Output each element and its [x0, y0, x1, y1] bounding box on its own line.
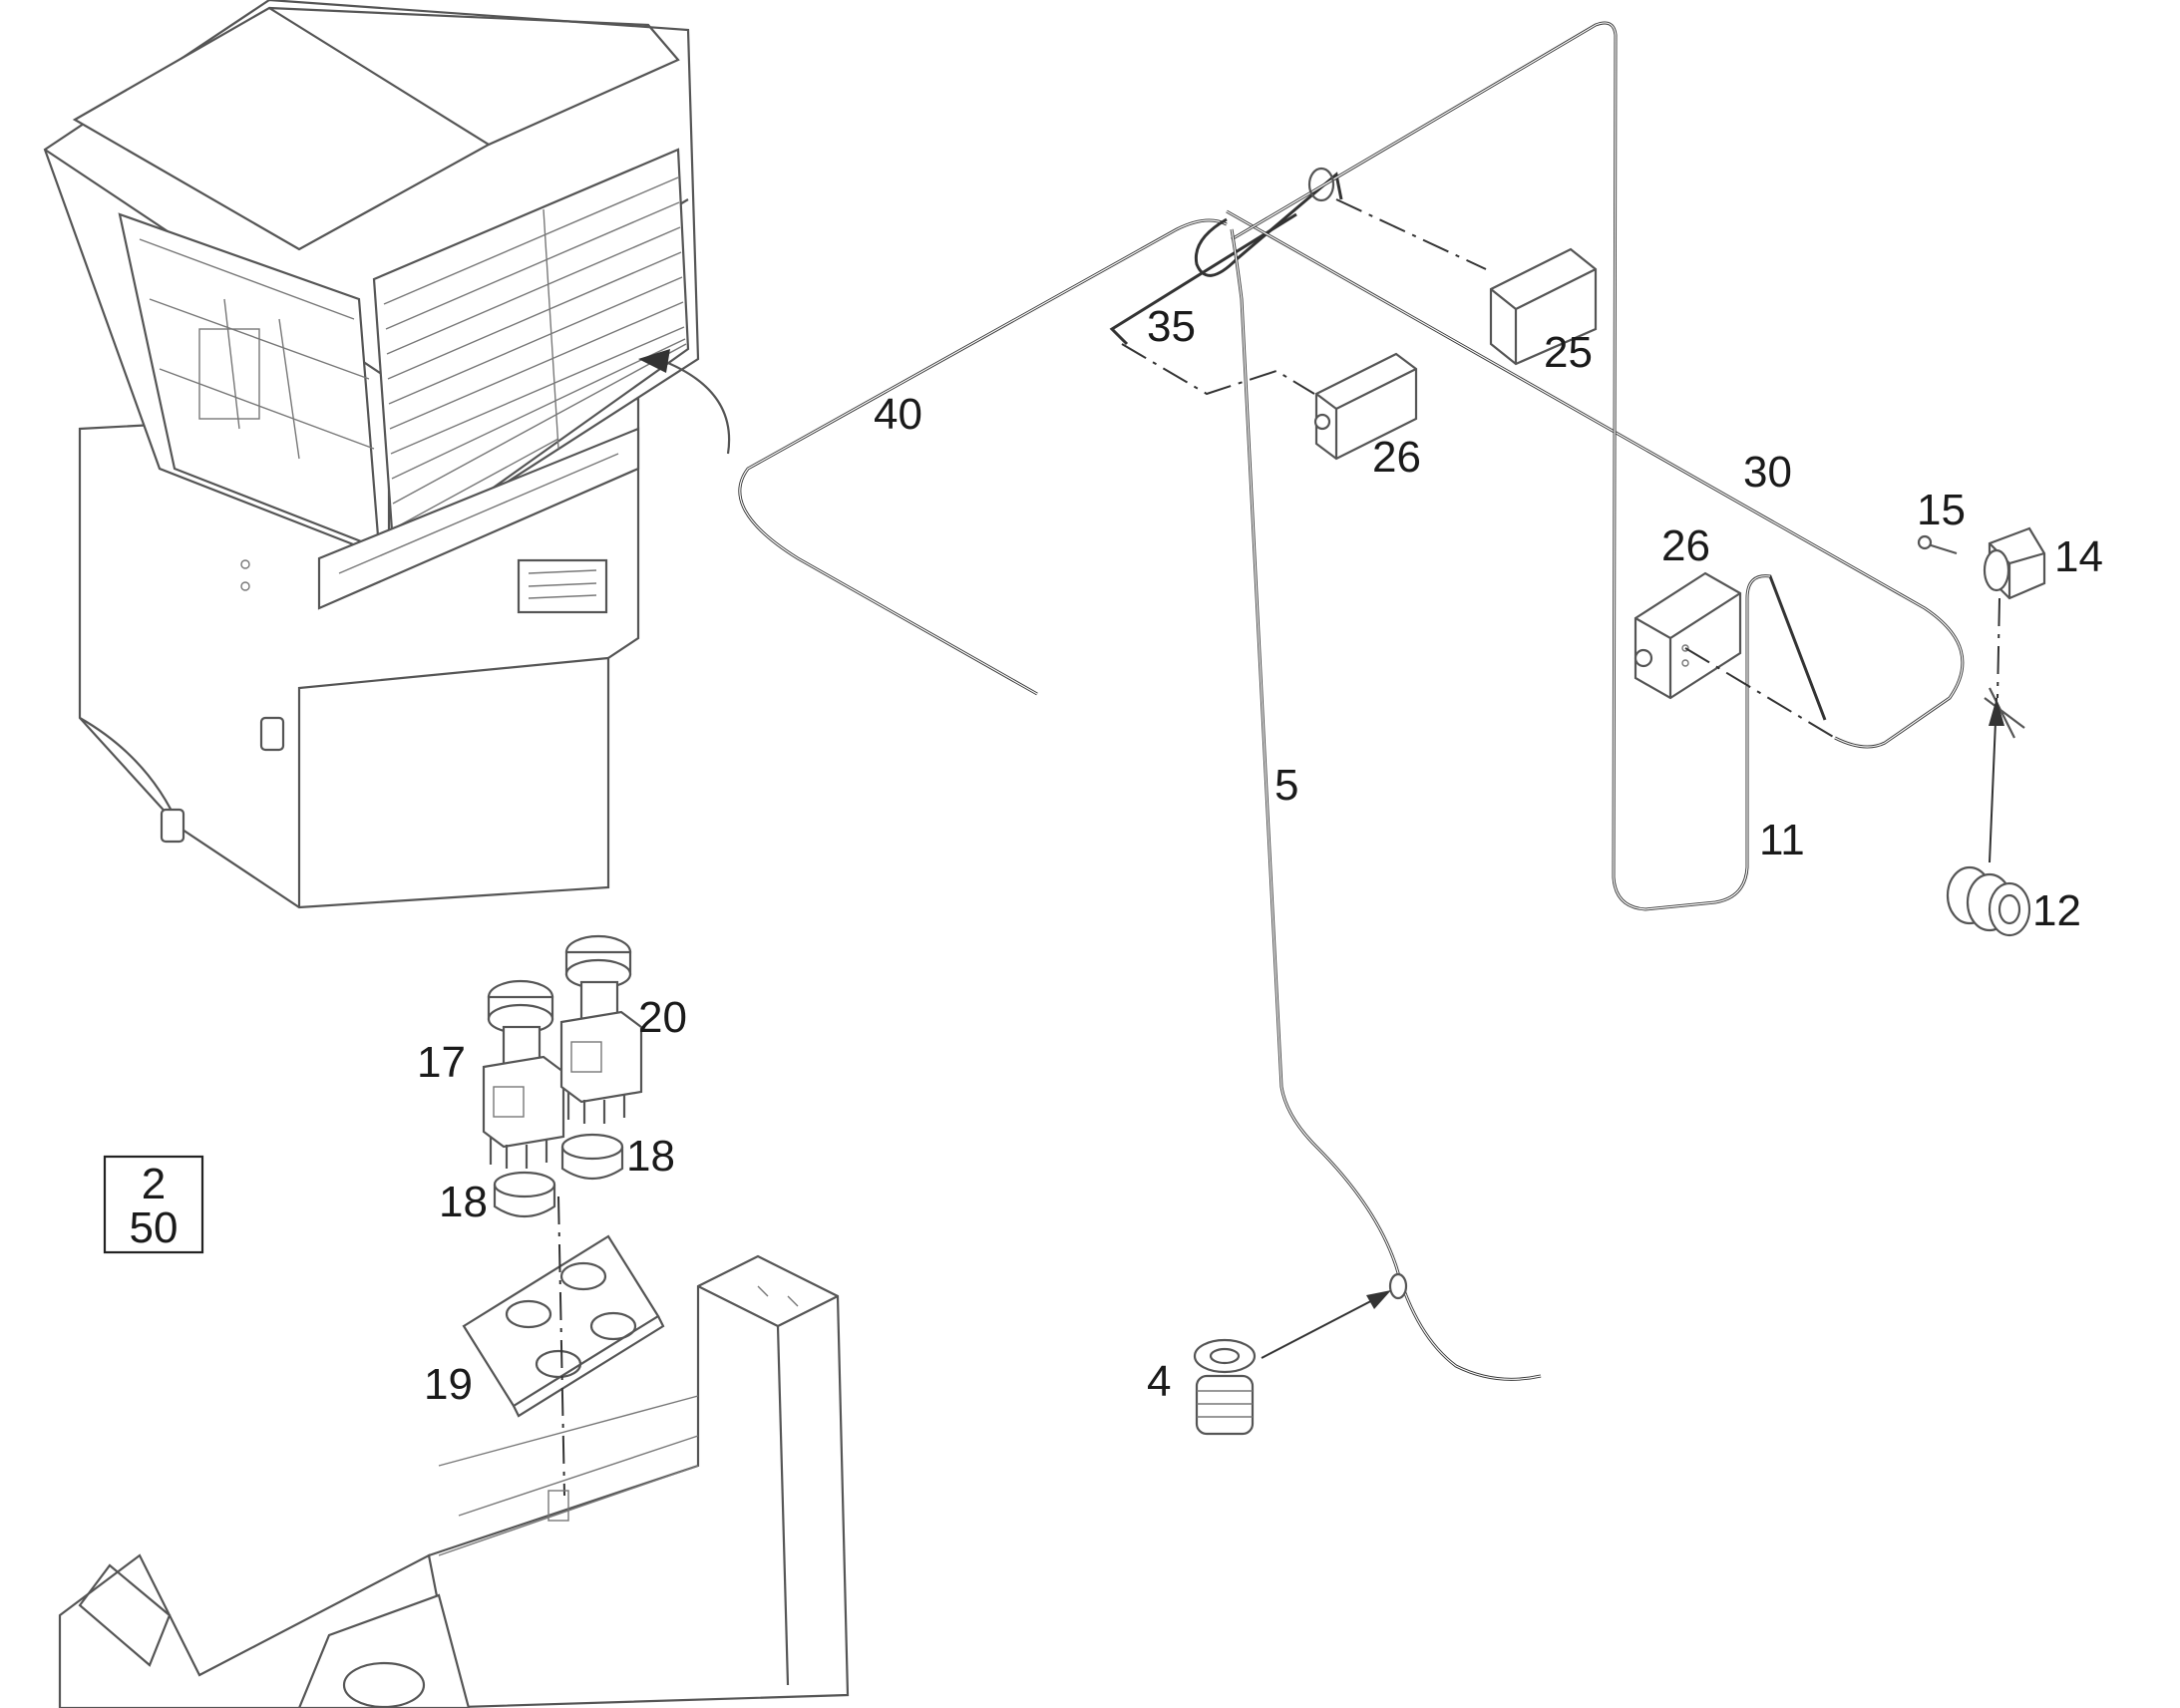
- callout-15: 15: [1917, 486, 1966, 534]
- callout-12: 12: [2032, 886, 2081, 935]
- callout-25: 25: [1544, 328, 1593, 377]
- cable-40: [738, 218, 1228, 696]
- callout-40: 40: [874, 390, 922, 439]
- callout-14: 14: [2054, 532, 2103, 581]
- cable-gland-4: [1193, 1290, 1391, 1436]
- sensor-bracket-14: [1983, 526, 2046, 600]
- relay-module-26-lower: [1634, 571, 1836, 739]
- callout-18b: 18: [626, 1132, 675, 1181]
- cable-gland-12: [1946, 697, 2031, 937]
- page-ref-line1: 2: [142, 1160, 166, 1208]
- callout-11: 11: [1759, 816, 1805, 864]
- callout-20: 20: [638, 993, 687, 1042]
- push-button-switch-20: [559, 934, 643, 1124]
- callout-19: 19: [424, 1360, 473, 1409]
- cable-end-clip: [1984, 687, 2025, 739]
- push-button-switch-17: [482, 979, 565, 1169]
- cable-5: [1230, 228, 1542, 1381]
- page-ref-line2: 50: [130, 1203, 179, 1252]
- screw-15: [1917, 534, 1958, 555]
- cable-harness-group: [738, 21, 1965, 1381]
- callout-5: 5: [1274, 761, 1298, 810]
- blanking-cap-18-right: [560, 1133, 624, 1180]
- machine-cabinet-illustration: [43, 0, 731, 909]
- page-reference-box: 2 50: [103, 1155, 204, 1254]
- relay-module-26-upper: [1121, 343, 1418, 461]
- callout-30: 30: [1743, 448, 1792, 497]
- callout-35: 35: [1147, 302, 1196, 351]
- cable-11: [1231, 21, 1827, 911]
- mounting-plate-19: [462, 1234, 665, 1418]
- callout-26b: 26: [1661, 521, 1710, 570]
- callout-labels: 4 5 11 12 14 15 17 18 18 19 20 25 26 26 …: [417, 302, 2103, 1409]
- callout-18a: 18: [439, 1178, 488, 1226]
- cable-30: [1226, 209, 1965, 749]
- control-module-25: [1335, 198, 1598, 366]
- callout-26a: 26: [1372, 433, 1421, 482]
- callout-4: 4: [1147, 1357, 1171, 1406]
- blanking-cap-18-left: [493, 1171, 556, 1217]
- callout-17: 17: [417, 1038, 466, 1087]
- operator-console-illustration: [58, 1254, 850, 1708]
